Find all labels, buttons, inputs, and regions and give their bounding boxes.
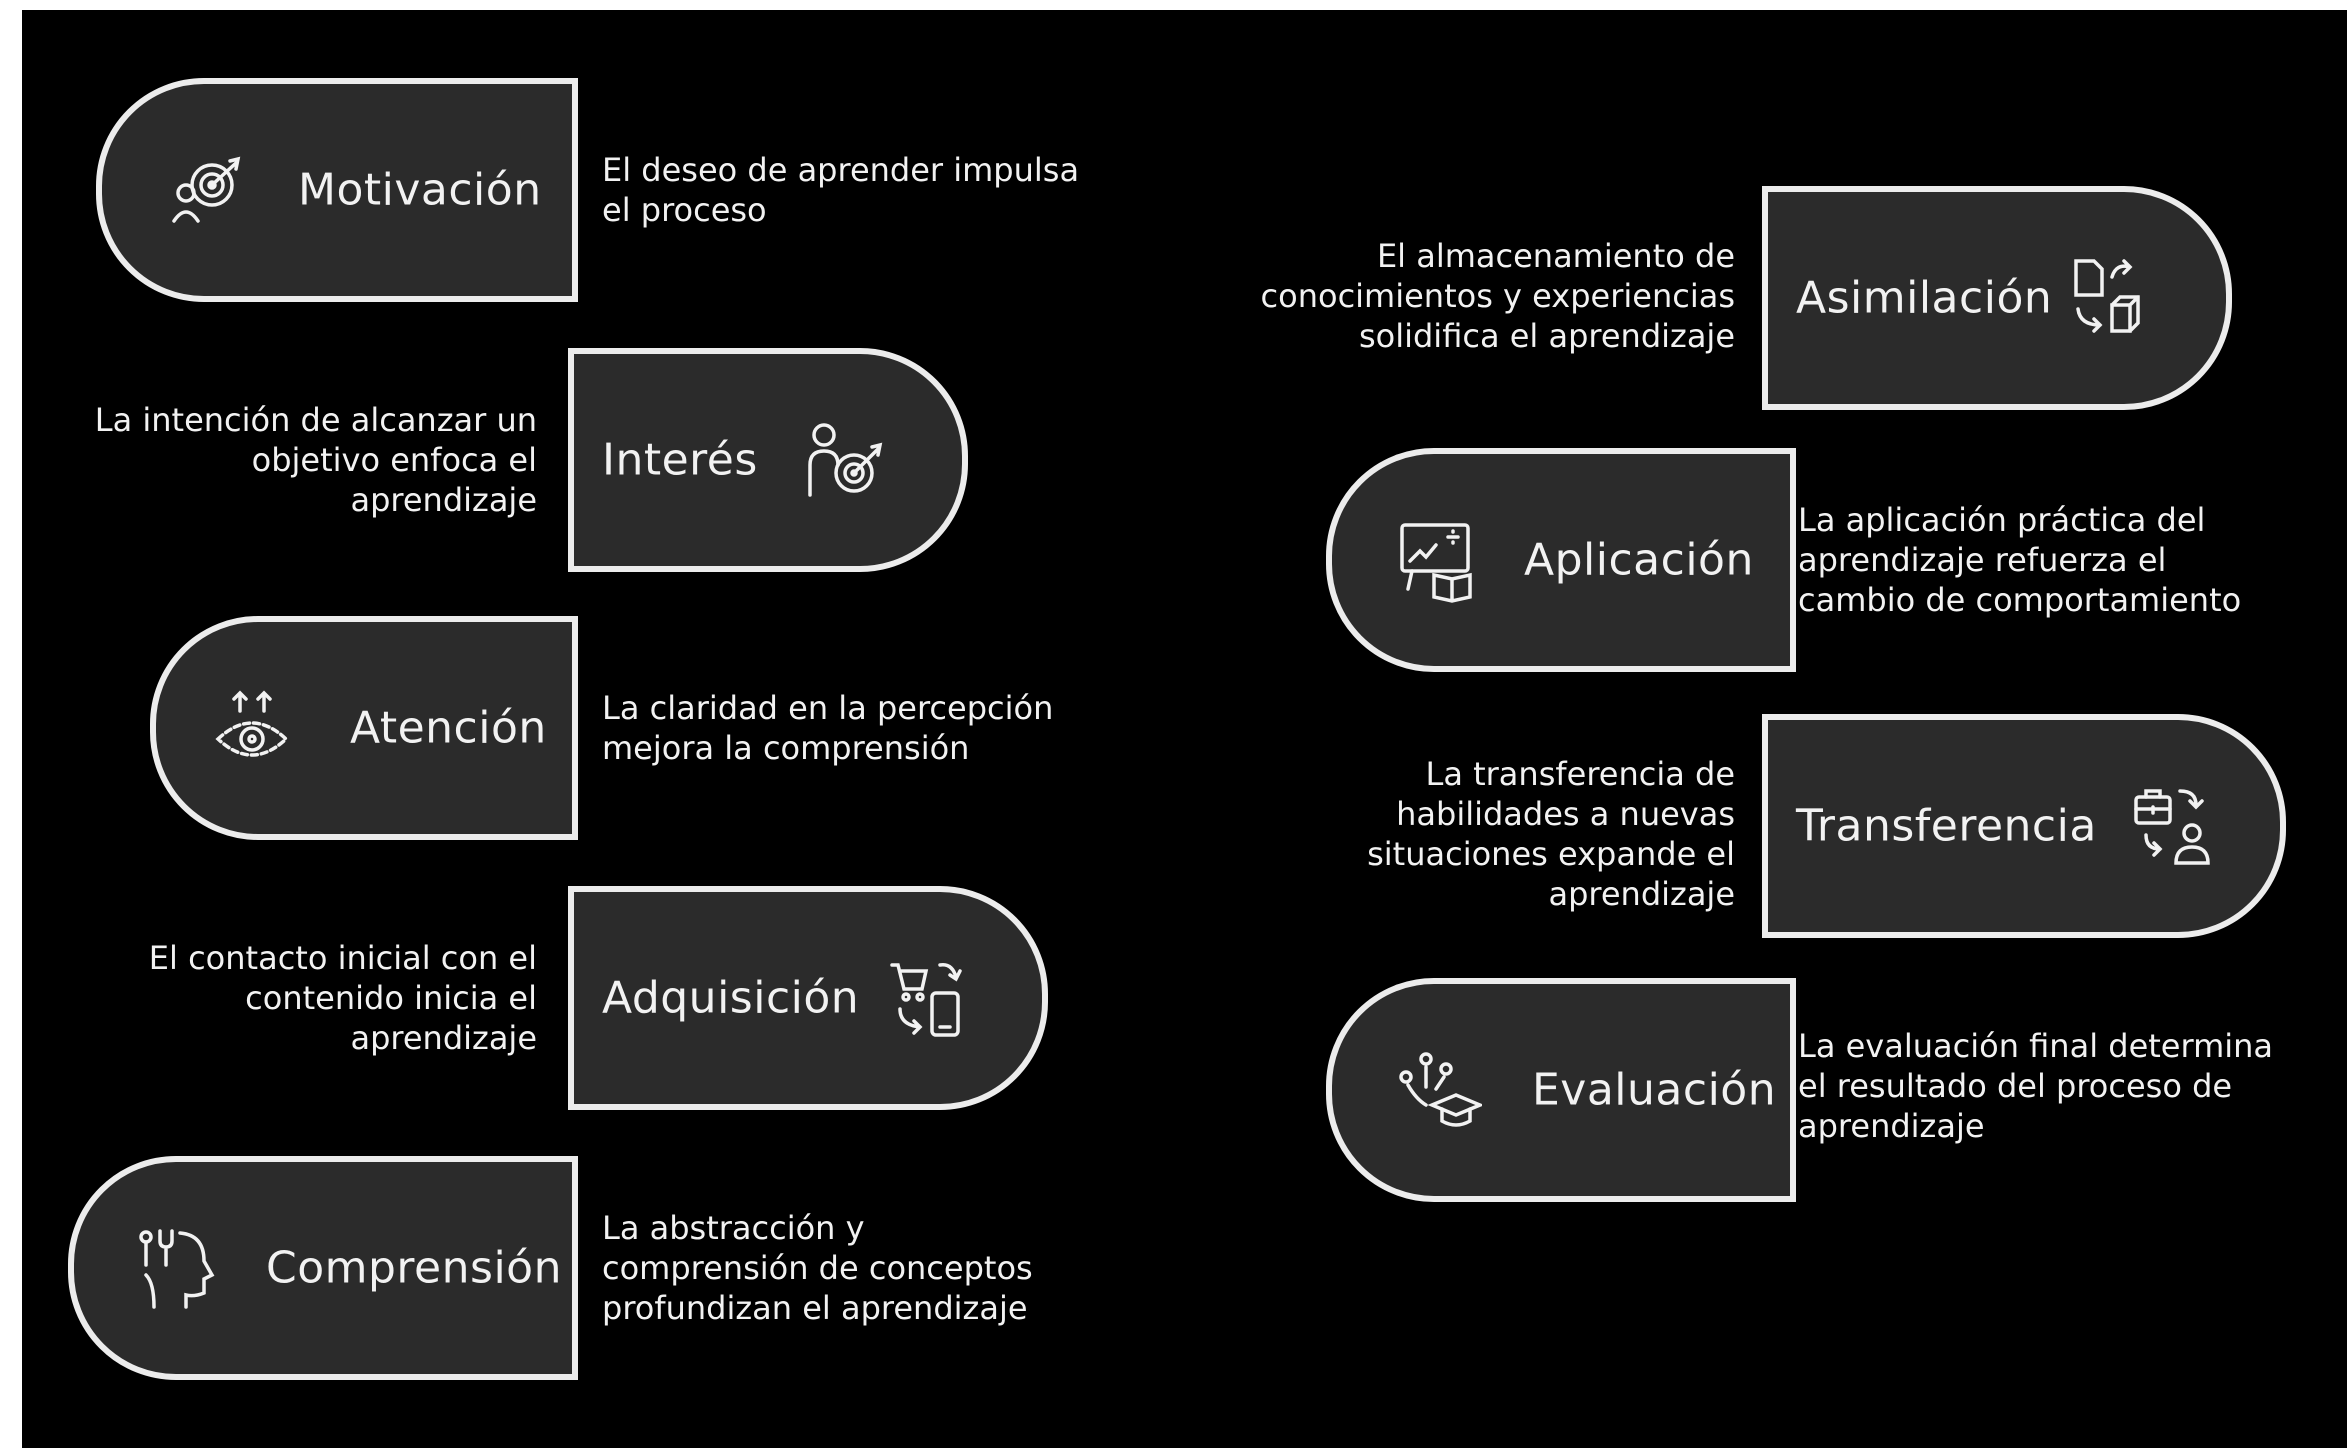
person-target-icon: [802, 417, 888, 503]
graduation-network-icon: [1396, 1047, 1482, 1133]
stage-label: Comprensión: [266, 1242, 562, 1294]
eye-arrows-icon: [212, 685, 298, 771]
stage-interes: Interés: [568, 348, 968, 572]
head-tools-icon: [134, 1225, 220, 1311]
stage-label: Aplicación: [1524, 534, 1754, 586]
cart-phone-exchange-icon: [886, 955, 972, 1041]
stage-label: Evaluación: [1532, 1064, 1777, 1116]
stage-asimilacion: Asimilación: [1762, 186, 2232, 410]
stage-label: Interés: [602, 434, 758, 486]
stage-label: Transferencia: [1796, 800, 2097, 852]
stage-label: Atención: [350, 702, 547, 754]
stage-description: La transferencia de habilidades a nuevas…: [1367, 755, 1735, 913]
briefcase-person-exchange-icon: [2130, 783, 2216, 869]
stage-description: La abstracción y comprensión de concepto…: [602, 1209, 1033, 1327]
stage-adquisicion: Adquisición: [568, 886, 1048, 1110]
stage-description: La intención de alcanzar un objetivo enf…: [94, 401, 537, 519]
target-person-icon: [164, 147, 250, 233]
stage-transferencia: Transferencia: [1762, 714, 2286, 938]
diagram-canvas: Motivación El deseo de aprender impulsa …: [22, 10, 2347, 1448]
stage-description: El deseo de aprender impulsa el proceso: [602, 151, 1080, 229]
stage-description: El contacto inicial con el contenido ini…: [148, 939, 537, 1057]
board-book-icon: [1396, 517, 1482, 603]
stage-label: Adquisición: [602, 972, 860, 1024]
stage-aplicacion: Aplicación: [1326, 448, 1796, 672]
stage-description: La evaluación final determina el resulta…: [1798, 1027, 2274, 1145]
edge-arrow-marker: [0, 1248, 22, 1308]
stage-label: Asimilación: [1796, 272, 2053, 324]
stage-atencion: Atención: [150, 616, 578, 840]
stage-motivacion: Motivación: [96, 78, 578, 302]
stage-description: La aplicación práctica del aprendizaje r…: [1798, 501, 2242, 619]
stage-comprension: Comprensión: [68, 1156, 578, 1380]
stage-label: Motivación: [298, 164, 542, 216]
stage-description: La claridad en la percepción mejora la c…: [602, 689, 1054, 767]
document-box-exchange-icon: [2068, 255, 2154, 341]
stage-description: El almacenamiento de conocimientos y exp…: [1260, 237, 1735, 355]
stage-evaluacion: Evaluación: [1326, 978, 1796, 1202]
